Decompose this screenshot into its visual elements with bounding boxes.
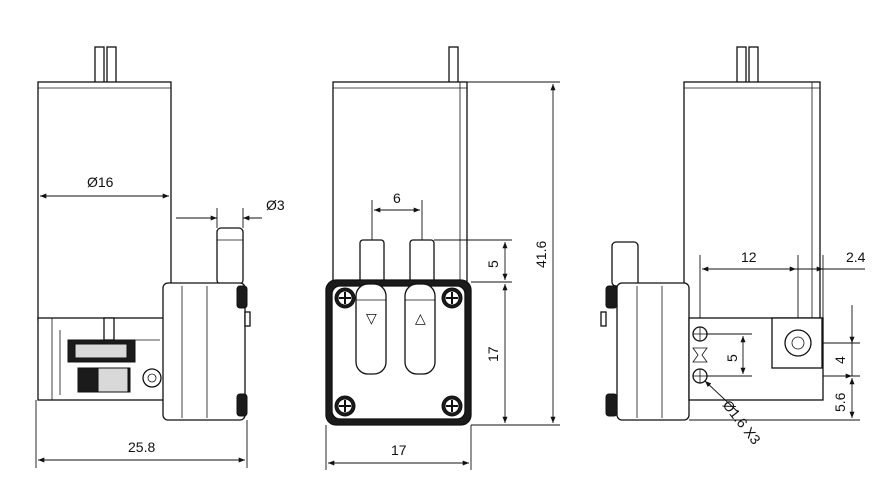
dim-hole-spacing: 5: [724, 354, 740, 362]
motor-terminal-right: [106, 46, 117, 84]
dim-bracket-thickness: 2.4: [846, 249, 866, 265]
outlet-arrow: △: [415, 310, 426, 326]
port-tube: [216, 227, 244, 285]
motor-terminal: [448, 46, 459, 84]
outlet-port: [409, 239, 435, 285]
mount-eye-right: [784, 329, 812, 357]
dim-mount-offset: 12: [741, 249, 757, 265]
dim-hole-diameter: Ø1.6 X3: [720, 397, 764, 447]
screw-bottom-left: [334, 395, 356, 417]
dim-head-height: 17: [485, 346, 501, 362]
inlet-port: [359, 239, 385, 285]
dim-total-height: 41.6: [533, 241, 549, 268]
front-view: ▽ △ 6 5: [325, 46, 560, 470]
dim-port-diameter: Ø3: [266, 197, 285, 213]
motor-terminal-left: [736, 46, 747, 84]
pump-head: [162, 282, 246, 421]
dim-port-length: 5: [485, 260, 501, 268]
port-tube-right: [611, 241, 639, 287]
dim-motor-diameter: Ø16: [87, 174, 114, 190]
screw-bottom-right: [441, 395, 463, 417]
dim-total-width: 25.8: [128, 439, 155, 455]
motor-terminal-right: [748, 46, 759, 84]
left-side-view: Ø16 Ø3 25.8: [35, 46, 285, 468]
screw-top-left: [334, 287, 356, 309]
screw-top-right: [441, 287, 463, 309]
motor-terminal-left: [94, 46, 105, 84]
motor-body: [37, 81, 172, 321]
dim-bottom-offset: 5.6: [832, 392, 848, 412]
right-side-view: 12 2.4 5 4 5.6 Ø1.6 X3: [600, 46, 866, 447]
dim-bracket-height: 4: [832, 356, 848, 364]
inlet-arrow: ▽: [366, 310, 377, 326]
motor-body-front: [332, 81, 468, 283]
mount-eye: [142, 368, 162, 388]
motor-body-right: [683, 81, 821, 321]
dim-port-spacing: 6: [393, 190, 401, 206]
pump-head-right: [616, 282, 690, 421]
dim-head-width: 17: [391, 442, 407, 458]
